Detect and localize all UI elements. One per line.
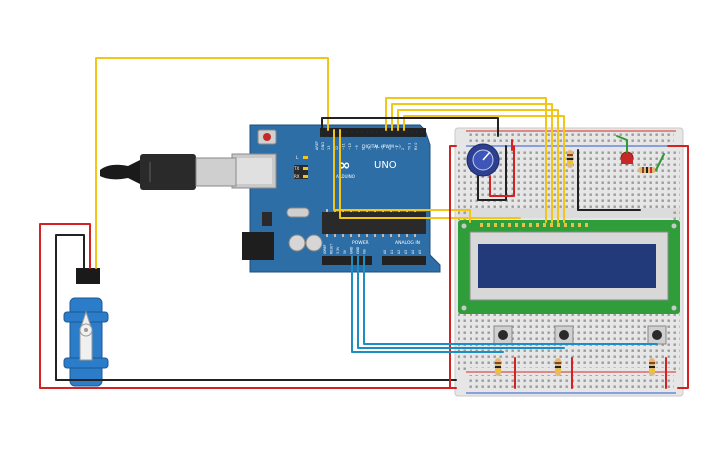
capacitor (305, 234, 323, 252)
dc-power-jack[interactable] (242, 232, 274, 260)
wire-servo-ground[interactable] (55, 234, 457, 381)
pin13-label: 13 (327, 146, 331, 150)
analog-header[interactable] (382, 256, 426, 265)
wire-button-1[interactable] (351, 255, 504, 353)
led-rx-indicator (303, 175, 308, 178)
wire-servo-power[interactable] (39, 223, 457, 389)
wire-lcd-d7[interactable] (385, 97, 547, 223)
digital-pin-label: ~6 (375, 145, 379, 150)
lcd-header-pins (480, 223, 588, 227)
digital-pin-label: 2 (401, 148, 405, 150)
digital-pin-label: ~9 (355, 145, 359, 150)
analog-pin-label: A3 (404, 250, 408, 254)
digital-pin-label: TX 1 (408, 143, 412, 151)
wire-lcd-enable[interactable] (339, 129, 521, 219)
digital-pin-label: 7 (368, 148, 372, 150)
arduino-brand-label: ARDUINO (336, 174, 355, 179)
lcd-screen (478, 244, 656, 288)
usb-cable[interactable] (100, 154, 237, 190)
push-button-2[interactable] (554, 325, 574, 345)
servo-motor[interactable] (63, 268, 109, 387)
power-header-label: POWER (352, 240, 369, 246)
led-l-label: L (296, 155, 299, 160)
potentiometer[interactable] (466, 143, 500, 177)
wire-button-2[interactable] (357, 255, 565, 349)
led-l-indicator (303, 156, 308, 159)
resistor-button-1 (495, 358, 501, 376)
led-tx-indicator (303, 167, 308, 170)
wire-button-3[interactable] (363, 255, 658, 345)
analog-header-label: ANALOG IN (395, 240, 420, 246)
digital-header-label: DIGITAL (PWM ~) (362, 144, 401, 150)
power-pin-label: 5V (343, 249, 347, 254)
capacitor (288, 234, 306, 252)
wire-rail-right-power[interactable] (667, 145, 689, 389)
power-pin-label: 3.3V (336, 246, 340, 254)
wire-lcd-rs[interactable] (333, 129, 471, 223)
wire-led-anode[interactable] (616, 135, 628, 153)
led-rx-label: RX (294, 174, 300, 179)
analog-pin-label: A2 (397, 250, 401, 254)
analog-pin-label: A1 (390, 250, 394, 254)
digital-pin-label: ~10 (348, 143, 352, 150)
wire-lcd-d4[interactable] (403, 115, 565, 223)
push-button-3[interactable] (647, 325, 667, 345)
power-header[interactable] (322, 256, 372, 265)
digital-pin-label: ~5 (381, 145, 385, 150)
analog-pin-label: A4 (411, 250, 415, 254)
arduino-logo-symbol: ∞ (338, 156, 351, 174)
wire-rail-left-power[interactable] (449, 145, 457, 389)
lcd-module[interactable] (458, 220, 680, 314)
wire-servo-signal[interactable] (95, 57, 329, 269)
wire-led-ground[interactable] (577, 149, 641, 211)
aref-label: AREF (315, 141, 319, 150)
wire-ground-top[interactable] (321, 117, 499, 137)
power-pin-label: Vin (363, 249, 367, 254)
red-led[interactable] (620, 151, 634, 165)
led-tx-label: TX (293, 166, 299, 171)
resistor-button-3 (649, 358, 655, 376)
wire-pot-ground[interactable] (477, 145, 507, 201)
crystal (286, 207, 310, 218)
digital-pin-label: 4 (388, 148, 392, 150)
atmega-chip (322, 212, 426, 234)
digital-pin-label: RX 0 (414, 143, 418, 150)
resistor-button-2 (555, 358, 561, 376)
analog-pin-label: A0 (383, 250, 387, 254)
servo-connector (76, 268, 100, 284)
top-power-rail (468, 131, 674, 145)
analog-pin-label: A5 (418, 250, 422, 254)
power-pin-label: GND (356, 246, 360, 254)
gnd-label: GND (321, 142, 325, 150)
regulator (262, 212, 272, 226)
arduino-uno-board[interactable]: ∞ ARDUINO UNO DIGITAL (PWM ~) POWER ANAL… (231, 124, 441, 273)
digital-pin-label: ~3 (394, 145, 398, 150)
digital-pin-label: 12 (335, 146, 339, 150)
power-pin-label: RESET (330, 244, 334, 254)
wire-led-cathode[interactable] (655, 153, 665, 171)
digital-pin-label: 8 (361, 148, 365, 150)
push-button-1[interactable] (493, 325, 513, 345)
wire-lcd-d5[interactable] (397, 109, 559, 223)
resistor-top (567, 150, 573, 168)
resistor-led (638, 167, 656, 173)
wire-pot-power[interactable] (489, 145, 515, 197)
power-pin-label: GND (349, 246, 353, 254)
arduino-model-label: UNO (374, 160, 397, 171)
power-pin-label: IOREF (323, 244, 327, 254)
digital-pin-label: ~11 (342, 143, 346, 150)
